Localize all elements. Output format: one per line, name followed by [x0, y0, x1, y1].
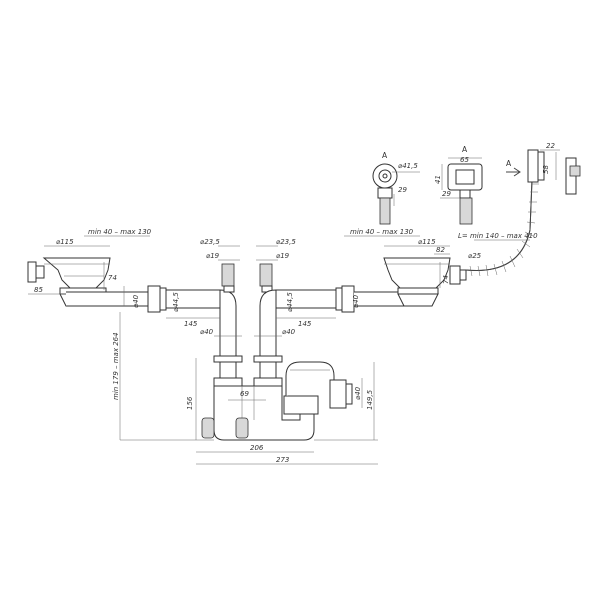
left-overflow-pipe: [221, 263, 235, 293]
top-box-depth-label: 29: [442, 190, 451, 198]
left-joint-dia-label: ⌀44,5: [172, 292, 180, 312]
bottom-width1-label: 206: [250, 444, 264, 452]
overflow-hose: [465, 179, 539, 277]
right-strainer: [383, 257, 467, 307]
left-height-label: 74: [108, 274, 117, 282]
right-joint-dia-label: ⌀44,5: [286, 292, 294, 312]
right-overflow-pipe: [259, 263, 273, 293]
right-strainer-dia-label: ⌀115: [418, 238, 436, 246]
view-a-depth-label: 29: [398, 186, 407, 194]
top-box-h-label: 41: [434, 175, 442, 184]
top-box-label: A: [462, 145, 468, 154]
left-horizontal-arm: [66, 285, 237, 361]
right-width-label: 82: [436, 246, 445, 254]
trap-outlet-label: 149,5: [366, 389, 374, 410]
top-box-w-label: 65: [460, 156, 469, 164]
overflow-head: [527, 149, 545, 183]
overflow-hose-dia-label: ⌀25: [468, 252, 482, 260]
trap-height-label: 156: [186, 396, 194, 410]
left-vertical-dia-label: ⌀40: [200, 328, 214, 336]
dimension-labels: ⌀115 min 40 – max 130 74 85 ⌀40 ⌀44,5 14…: [34, 142, 555, 464]
view-a-label: A: [382, 151, 388, 160]
right-overflow-dia2-label: ⌀19: [276, 252, 290, 260]
left-overflow-dia2-label: ⌀19: [206, 252, 220, 260]
overflow-side-view: [565, 157, 581, 195]
right-height-label: 74: [442, 275, 450, 284]
dimension-lines: [28, 149, 560, 465]
centers-label: 69: [240, 390, 249, 398]
arrow-label: A: [506, 159, 512, 168]
right-outlet-dia-label: ⌀40: [352, 294, 360, 308]
height-range-label: min 179 – max 264: [112, 332, 120, 400]
vertical-pipes: [213, 355, 283, 387]
right-vertical-dia-label: ⌀40: [282, 328, 296, 336]
overflow-h-label: 58: [542, 165, 550, 174]
left-adj-range-label: min 40 – max 130: [88, 228, 152, 236]
bottom-width2-label: 273: [276, 456, 289, 464]
view-a-rect-overflow: [447, 163, 483, 225]
left-outlet-dia-label: ⌀40: [132, 294, 140, 308]
left-strainer-dia-label: ⌀115: [56, 238, 74, 246]
right-overflow-dia1-label: ⌀23,5: [276, 238, 296, 246]
view-a-round-overflow: [372, 163, 398, 225]
left-overflow-dia1-label: ⌀23,5: [200, 238, 220, 246]
right-arm-len-label: 145: [298, 320, 312, 328]
right-adj-range-label: min 40 – max 130: [350, 228, 414, 236]
right-horizontal-arm: [259, 285, 421, 361]
view-a-dia-label: ⌀41,5: [398, 162, 418, 170]
overflow-w-label: 22: [546, 142, 555, 150]
left-outlet-offset-label: 85: [34, 286, 43, 294]
outlet-dia-label: ⌀40: [354, 386, 362, 400]
left-arm-len-label: 145: [184, 320, 198, 328]
hose-length-label: L= min 140 – max 410: [458, 232, 538, 240]
trap-body: [201, 361, 353, 441]
